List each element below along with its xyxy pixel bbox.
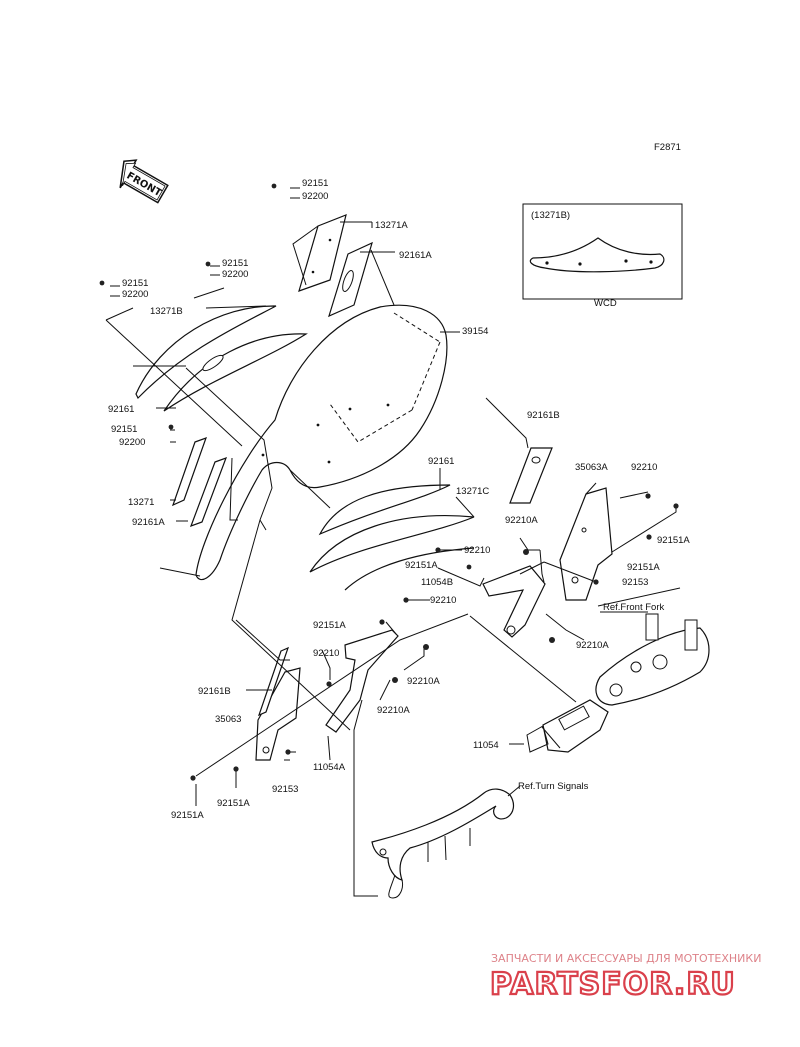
label-11054B: 11054B [421,577,453,588]
plate-92161B-left [257,646,290,717]
label-13271C: 13271C [456,486,489,497]
turn-signal-bracket-ref [371,788,515,899]
label-92151: 92151 [302,178,328,189]
label-11054: 11054 [473,740,499,751]
plate-92161B-right [509,447,553,504]
label-39154: 39154 [462,326,488,337]
label-13271B: 13271B [150,306,183,317]
plate-13271A [298,214,373,318]
label-92161: 92161 [108,404,134,415]
watermark-tagline: ЗАПЧАСТИ И АКСЕССУАРЫ ДЛЯ МОТОТЕХНИКИ [491,952,761,965]
label-92200: 92200 [302,191,328,202]
label-92151A: 92151A [171,810,204,821]
label-92161A: 92161A [399,250,432,261]
label-92210A: 92210A [407,676,440,687]
label-92151: 92151 [122,278,148,289]
label-92153: 92153 [622,577,648,588]
label-92210A: 92210A [576,640,609,651]
label-13271: 13271 [128,497,154,508]
bracket-11054B [482,565,546,638]
label-35063: 35063 [215,714,241,725]
bracket-35063 [255,667,301,761]
spacer-13271 [171,437,228,528]
label-92161: 92161 [428,456,454,467]
inset-caption: WCD [594,298,617,309]
label-92161A: 92161A [132,517,165,528]
label-92210A: 92210A [377,705,410,716]
inset-title: (13271B) [531,210,570,221]
label-92153: 92153 [272,784,298,795]
part-labels: 92151 92200 13271A 92161A 92151 92200 92… [108,178,690,821]
bracket-11054A [325,629,399,733]
plate-13271B [135,305,308,412]
label-92161B: 92161B [198,686,231,697]
label-13271A: 13271A [375,220,408,231]
label-35063A: 35063A [575,462,608,473]
leader-lines [105,187,681,897]
label-92210: 92210 [430,595,456,606]
label-92151A: 92151A [313,620,346,631]
front-fork-ref [595,613,710,706]
ref-front-fork: Ref.Front Fork [603,602,664,613]
figure-code: F2871 [654,142,681,153]
label-92200: 92200 [222,269,248,280]
watermark: ЗАПЧАСТИ И АКСЕССУАРЫ ДЛЯ МОТОТЕХНИКИ PA… [489,952,762,1003]
label-92151: 92151 [111,424,137,435]
label-92161B: 92161B [527,410,560,421]
label-92210: 92210 [464,545,490,556]
clamp-11054 [526,699,609,753]
plate-13271C [309,484,475,591]
label-92210: 92210 [631,462,657,473]
watermark-brand: PARTSFOR.RU [490,967,736,1002]
label-92151A: 92151A [405,560,438,571]
label-92200: 92200 [122,289,148,300]
label-92151A: 92151A [217,798,250,809]
ref-turn-signals: Ref.Turn Signals [518,781,589,792]
label-92151: 92151 [222,258,248,269]
label-11054A: 11054A [313,762,346,773]
fasteners [99,183,679,781]
front-direction-arrow: FRONT [119,159,169,204]
windshield-39154 [195,304,448,581]
label-92210A: 92210A [505,515,538,526]
bracket-35063A [559,487,613,601]
label-92210: 92210 [313,648,339,659]
label-92151A: 92151A [627,562,660,573]
label-92200: 92200 [119,437,145,448]
inset-13271B: (13271B) WCD [522,203,683,309]
label-92151A: 92151A [657,535,690,546]
